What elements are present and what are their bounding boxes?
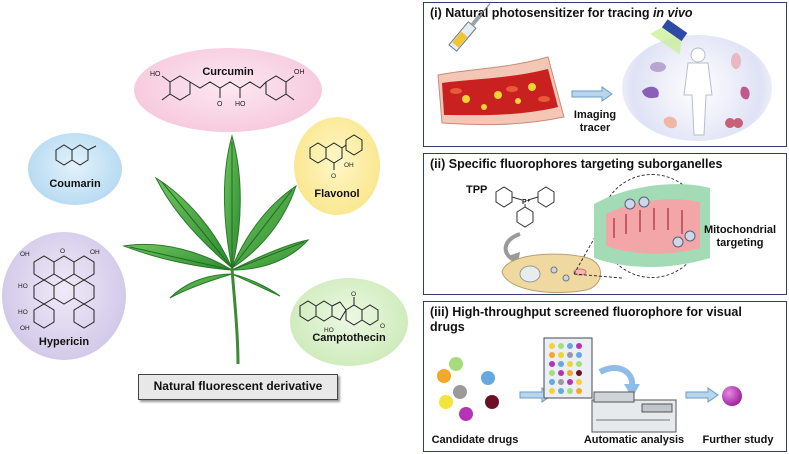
svg-text:HO: HO	[324, 327, 334, 334]
tpp-structure: P⁺	[495, 186, 555, 228]
hypericin-label: Hypericin	[38, 336, 90, 348]
coumarin-bubble	[28, 133, 122, 205]
panel3-arrow-2	[685, 387, 719, 403]
candidate-drug-dots	[437, 357, 499, 421]
panel1-arrow	[571, 86, 613, 102]
cell-illustration	[501, 253, 601, 294]
svg-text:OH: OH	[90, 249, 100, 256]
svg-text:O: O	[60, 248, 65, 255]
automatic-analysis-label: Automatic analysis	[583, 434, 685, 446]
human-body-organs-illustration	[642, 19, 750, 136]
flavonol-bubble	[294, 117, 380, 215]
svg-text:HO: HO	[150, 71, 161, 78]
panel3-title: (iii) High-throughput screened fluoropho…	[430, 305, 742, 334]
well-plate	[543, 337, 593, 399]
automatic-analysis-machine	[591, 391, 677, 433]
svg-text:HO: HO	[235, 101, 246, 108]
coumarin-label: Coumarin	[49, 178, 101, 190]
svg-text:O: O	[351, 291, 356, 298]
coumarin-structure	[55, 144, 97, 166]
further-study-dot	[722, 386, 742, 406]
natural-derivative-caption-box: Natural fluorescent derivative	[138, 374, 338, 400]
blood-vessel-illustration	[437, 3, 565, 126]
svg-text:OH: OH	[20, 325, 30, 332]
panel-suborganelle-targeting: (ii) Specific fluorophores targeting sub…	[423, 153, 787, 295]
svg-text:HO: HO	[18, 283, 28, 290]
svg-text:O: O	[217, 101, 223, 108]
svg-text:P⁺: P⁺	[522, 199, 531, 206]
mitochondrion-illustration	[594, 184, 710, 267]
svg-text:OH: OH	[20, 251, 30, 258]
hypericin-structure: OH O OH HO HO OH	[18, 248, 100, 332]
camptothecin-structure: O HO O	[299, 291, 385, 334]
curcumin-bubble	[134, 48, 322, 132]
panel1-title-italic: in vivo	[652, 6, 693, 20]
panel1-title: (i) Natural photosensitizer for tracing …	[430, 6, 693, 21]
natural-derivative-caption: Natural fluorescent derivative	[153, 379, 323, 393]
panel3-curved-arrow	[598, 365, 640, 398]
flavonol-structure: O OH	[309, 134, 363, 180]
curcumin-structure: HO OH O HO	[150, 69, 305, 108]
camptothecin-label: Camptothecin	[312, 332, 386, 344]
cannabis-leaf-illustration	[122, 134, 310, 365]
further-study-label: Further study	[702, 434, 774, 446]
panel1-title-text: (i) Natural photosensitizer for tracing	[430, 6, 653, 20]
hypericin-bubble	[2, 232, 126, 360]
imaging-tracer-label: Imaging tracer	[573, 109, 617, 134]
panel2-title: (ii) Specific fluorophores targeting sub…	[430, 157, 723, 171]
svg-text:O: O	[331, 173, 336, 180]
candidate-drugs-label: Candidate drugs	[431, 434, 519, 446]
tpp-label: TPP	[466, 184, 488, 196]
svg-text:OH: OH	[294, 69, 305, 76]
panel-high-throughput-screening: (iii) High-throughput screened fluoropho…	[423, 301, 787, 452]
curcumin-label: Curcumin	[202, 66, 254, 78]
flavonol-label: Flavonol	[314, 188, 360, 200]
panel-tracing-in-vivo: (i) Natural photosensitizer for tracing …	[423, 2, 787, 147]
svg-text:OH: OH	[344, 162, 354, 169]
mitochondrial-targeting-label: Mitochondrial targeting	[703, 224, 777, 249]
svg-text:O: O	[380, 323, 385, 330]
svg-text:HO: HO	[18, 309, 28, 316]
